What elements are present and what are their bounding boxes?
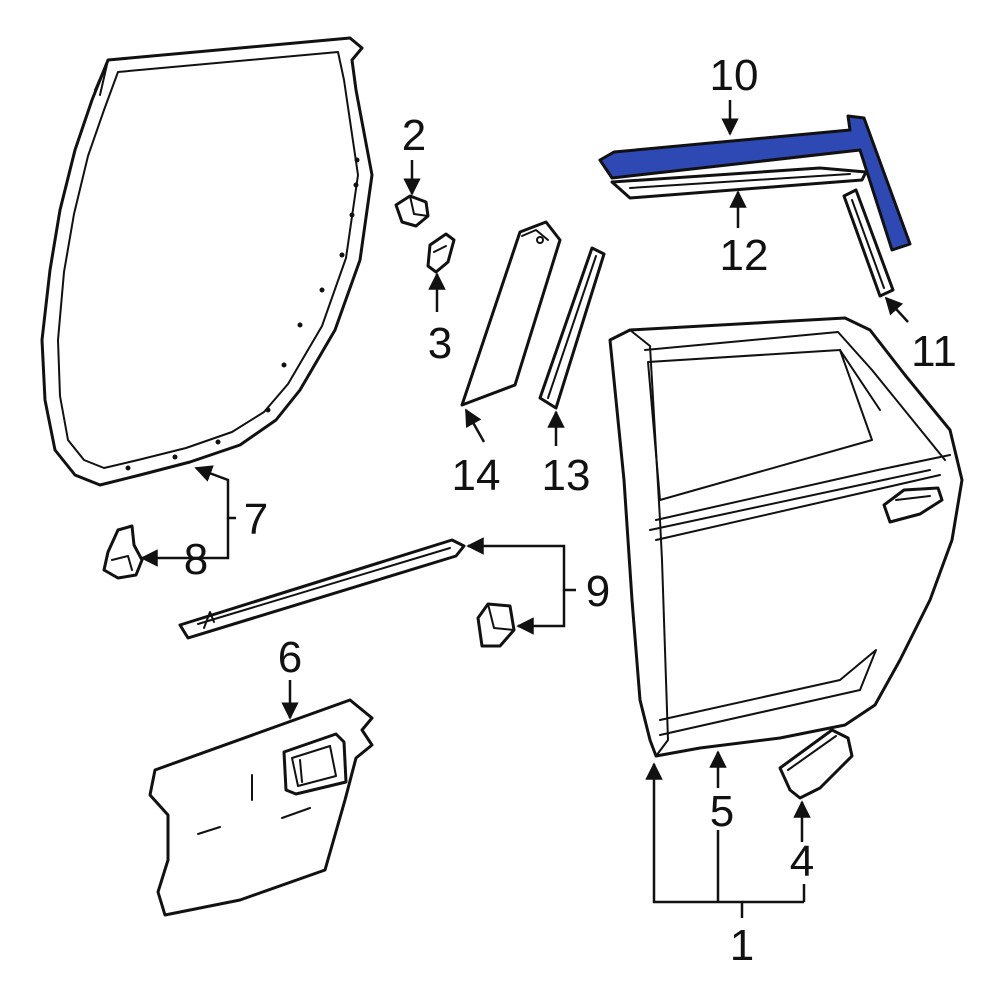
belt-molding-part: [178, 538, 466, 640]
clip-part: [102, 524, 144, 580]
callout-14: 14: [452, 451, 501, 500]
callout-13: 13: [542, 451, 591, 500]
callout-2: 2: [402, 111, 426, 160]
weatherstrip-part: [40, 36, 374, 487]
trim-panel-part: [148, 698, 374, 917]
callout-1: 1: [730, 921, 754, 970]
leader-lines: [140, 100, 909, 918]
channel-part: [538, 246, 606, 410]
highlighted-weatherstrip-part: [598, 114, 912, 252]
door-shell-part: [608, 316, 964, 758]
callout-3: 3: [428, 319, 452, 368]
callout-5: 5: [710, 787, 734, 836]
callout-8: 8: [184, 535, 208, 584]
callout-4: 4: [790, 837, 814, 886]
cover-part: [778, 728, 854, 800]
callout-12: 12: [720, 231, 769, 280]
outer-molding-part: [610, 166, 868, 200]
applique-part: [460, 220, 562, 407]
bracket-part: [426, 232, 456, 274]
frame-molding-part: [842, 188, 895, 298]
callout-7: 7: [244, 495, 268, 544]
callout-11: 11: [911, 327, 957, 376]
callout-labels: 1 2 3 4 5 6 7 8 9 10 11 12 13 14: [184, 51, 957, 970]
callout-6: 6: [278, 633, 302, 682]
callout-9: 9: [586, 567, 610, 616]
callout-10: 10: [710, 51, 759, 100]
plug-part: [394, 194, 430, 228]
molding-clip-part: [476, 602, 516, 648]
